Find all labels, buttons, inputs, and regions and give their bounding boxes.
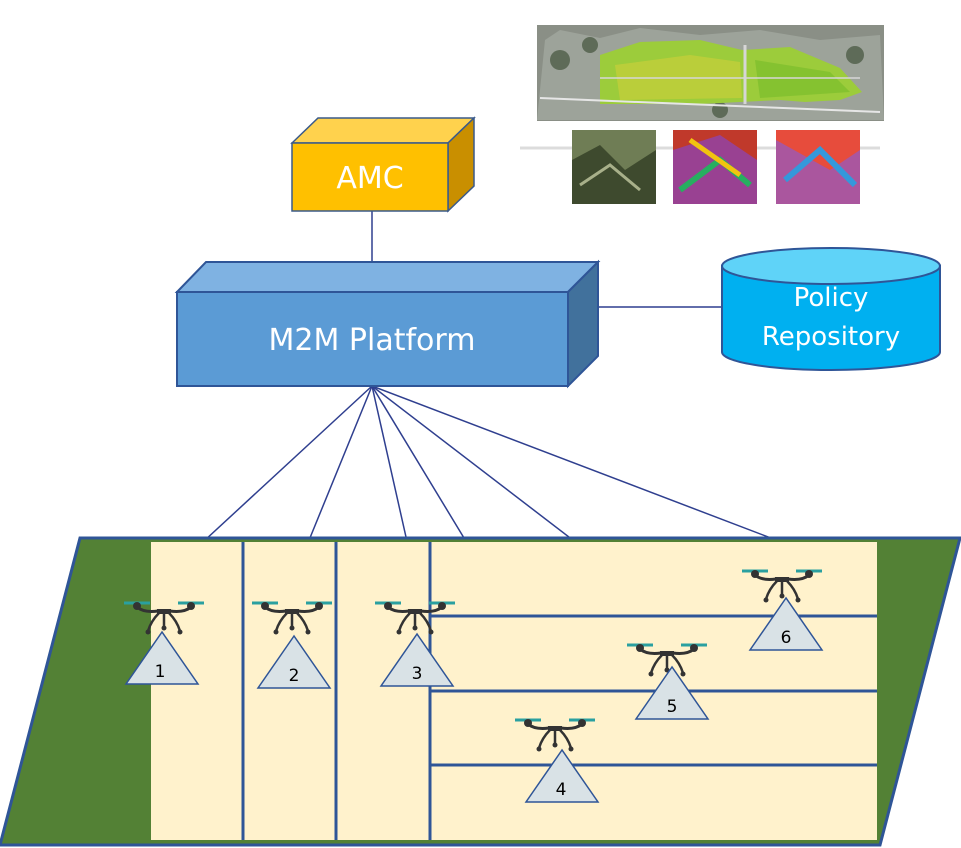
m2m-platform-label: M2M Platform bbox=[269, 323, 476, 358]
sensor-node-2: 2 bbox=[256, 634, 332, 689]
thumbnail-images bbox=[572, 130, 860, 204]
repository-label-line2: Repository bbox=[762, 322, 900, 352]
link-node-6 bbox=[371, 385, 785, 544]
field bbox=[0, 536, 961, 847]
repository-label-line1: Policy bbox=[794, 283, 869, 313]
amc-box: AMC bbox=[290, 116, 476, 213]
sensor-node-1: 1 bbox=[124, 630, 200, 685]
sensor-node-label: 6 bbox=[781, 628, 792, 648]
sensor-node-6: 6 bbox=[748, 596, 824, 651]
sensor-node-label: 2 bbox=[289, 666, 300, 686]
sensor-node-3: 3 bbox=[379, 632, 455, 687]
sensor-node-4: 4 bbox=[524, 748, 600, 803]
sensor-node-label: 3 bbox=[412, 664, 423, 684]
satellite-imagery bbox=[520, 25, 884, 150]
sensor-node-label: 5 bbox=[667, 697, 678, 717]
sensor-node-label: 4 bbox=[556, 780, 567, 800]
sensor-node-5: 5 bbox=[634, 665, 710, 720]
policy-repository-cylinder: Policy Repository bbox=[721, 247, 941, 371]
sensor-node-label: 1 bbox=[155, 662, 166, 682]
sensor-nodes: 1 2 3 4 5 6 bbox=[124, 596, 824, 803]
m2m-platform-box: M2M Platform bbox=[174, 259, 601, 389]
amc-label: AMC bbox=[336, 161, 403, 196]
